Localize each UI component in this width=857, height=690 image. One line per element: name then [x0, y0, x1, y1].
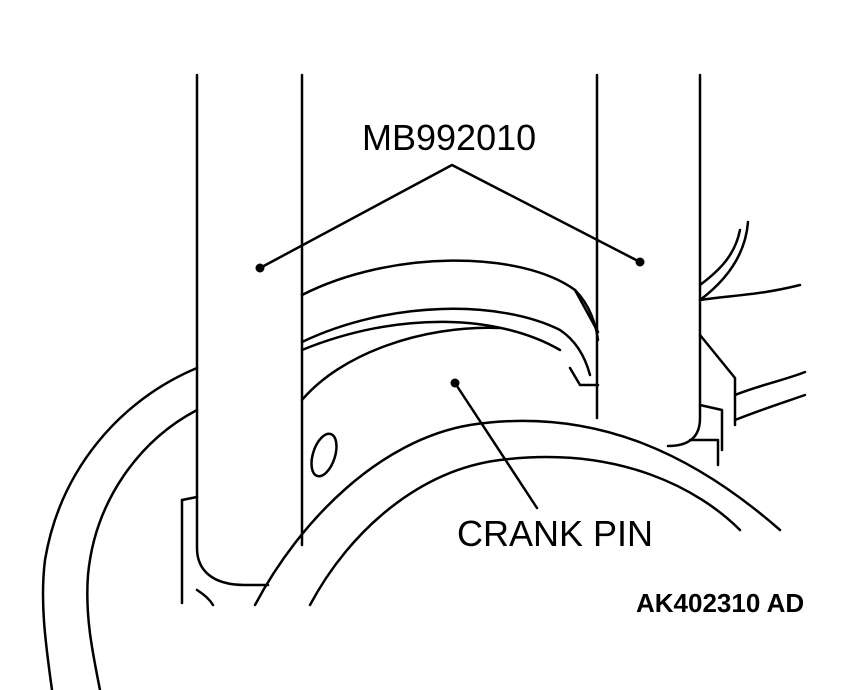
tool-sleeve-left [195, 73, 304, 587]
rod-cap-arc [253, 419, 782, 607]
crank-pin-leader-line [453, 381, 539, 510]
crank-pin-label: CRANK PIN [457, 513, 654, 554]
tool-sleeve-right [595, 73, 702, 448]
engine-side-detail [688, 220, 807, 467]
crank-pin-leader-dot [450, 378, 460, 388]
tool-leader-dot-right [635, 257, 645, 267]
tool-leader-dot-left [255, 263, 265, 273]
crank-pin-journal [300, 259, 600, 478]
figure-code-label: AK402310 AD [636, 588, 805, 618]
tool-number-label: MB992010 [362, 117, 537, 158]
tool-leader-lines [258, 163, 642, 270]
connecting-rod-body [41, 366, 215, 690]
